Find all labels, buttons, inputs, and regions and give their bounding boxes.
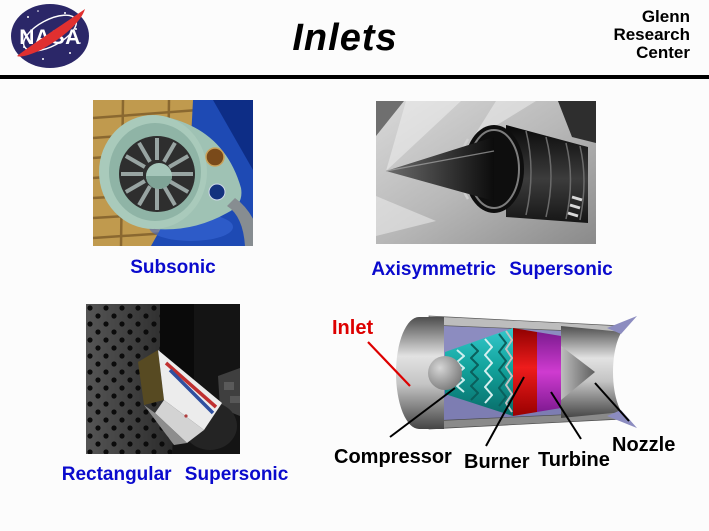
axisymmetric-caption: Axisymmetric Supersonic <box>371 259 613 280</box>
inlet-leader-line <box>367 341 411 387</box>
overhead-rig <box>558 101 596 143</box>
mount-strut <box>227 198 253 246</box>
org-name: Glenn Research Center <box>613 8 690 62</box>
nozzle-label: Nozzle <box>612 434 676 456</box>
nasa-meatball-sticker <box>208 183 226 201</box>
header-rule <box>0 75 709 79</box>
spinner-hub <box>428 356 462 390</box>
part-leader-lines <box>389 376 630 447</box>
tail-cone <box>561 346 595 400</box>
page-title: Inlets <box>292 17 398 59</box>
burner-section <box>513 328 537 416</box>
duct-flare-bottom <box>607 410 637 428</box>
burner-leader-line <box>485 376 525 447</box>
burner-label: Burner <box>464 451 530 473</box>
emblem-sticker <box>205 147 225 167</box>
turbine-section <box>537 332 561 412</box>
compressor-label: Compressor <box>334 446 452 468</box>
support-rig <box>218 368 240 416</box>
spinner-shadow <box>146 176 172 189</box>
tunnel-blue-dark <box>213 100 253 170</box>
compressor-blade-texture <box>456 330 513 413</box>
nozzle-opening <box>613 326 647 418</box>
nasa-logo-stars <box>23 10 81 60</box>
turbine-leader-line <box>550 391 582 440</box>
fan-blades <box>121 138 193 210</box>
nasa-logo-swoosh <box>17 9 85 57</box>
duct-flare-top <box>607 316 637 334</box>
compressor-leader-line <box>389 387 456 438</box>
subsonic-caption: Subsonic <box>130 257 216 278</box>
compressor-blades <box>445 328 513 416</box>
inlet-model <box>138 350 222 445</box>
spike-cone <box>386 137 494 201</box>
org-line-2: Research <box>613 25 690 44</box>
org-line-3: Center <box>636 43 690 62</box>
corner-shadow <box>376 101 404 136</box>
drum-rings <box>525 130 585 221</box>
inlet-label: Inlet <box>332 317 374 339</box>
spike-highlight <box>385 150 495 172</box>
turbine-label: Turbine <box>538 449 610 471</box>
nasa-logo-icon: NASA <box>11 4 89 68</box>
engine-cutaway-diagram <box>367 315 647 447</box>
org-line-1: Glenn <box>641 7 690 26</box>
nozzle-leader-line <box>594 382 630 422</box>
axisymmetric-inlet-photo <box>376 101 596 244</box>
subsonic-inlet-photo <box>93 100 253 246</box>
bleed-slots <box>567 195 583 218</box>
rectangular-inlet-photo <box>86 304 240 454</box>
rectangular-caption: Rectangular Supersonic <box>61 464 289 485</box>
